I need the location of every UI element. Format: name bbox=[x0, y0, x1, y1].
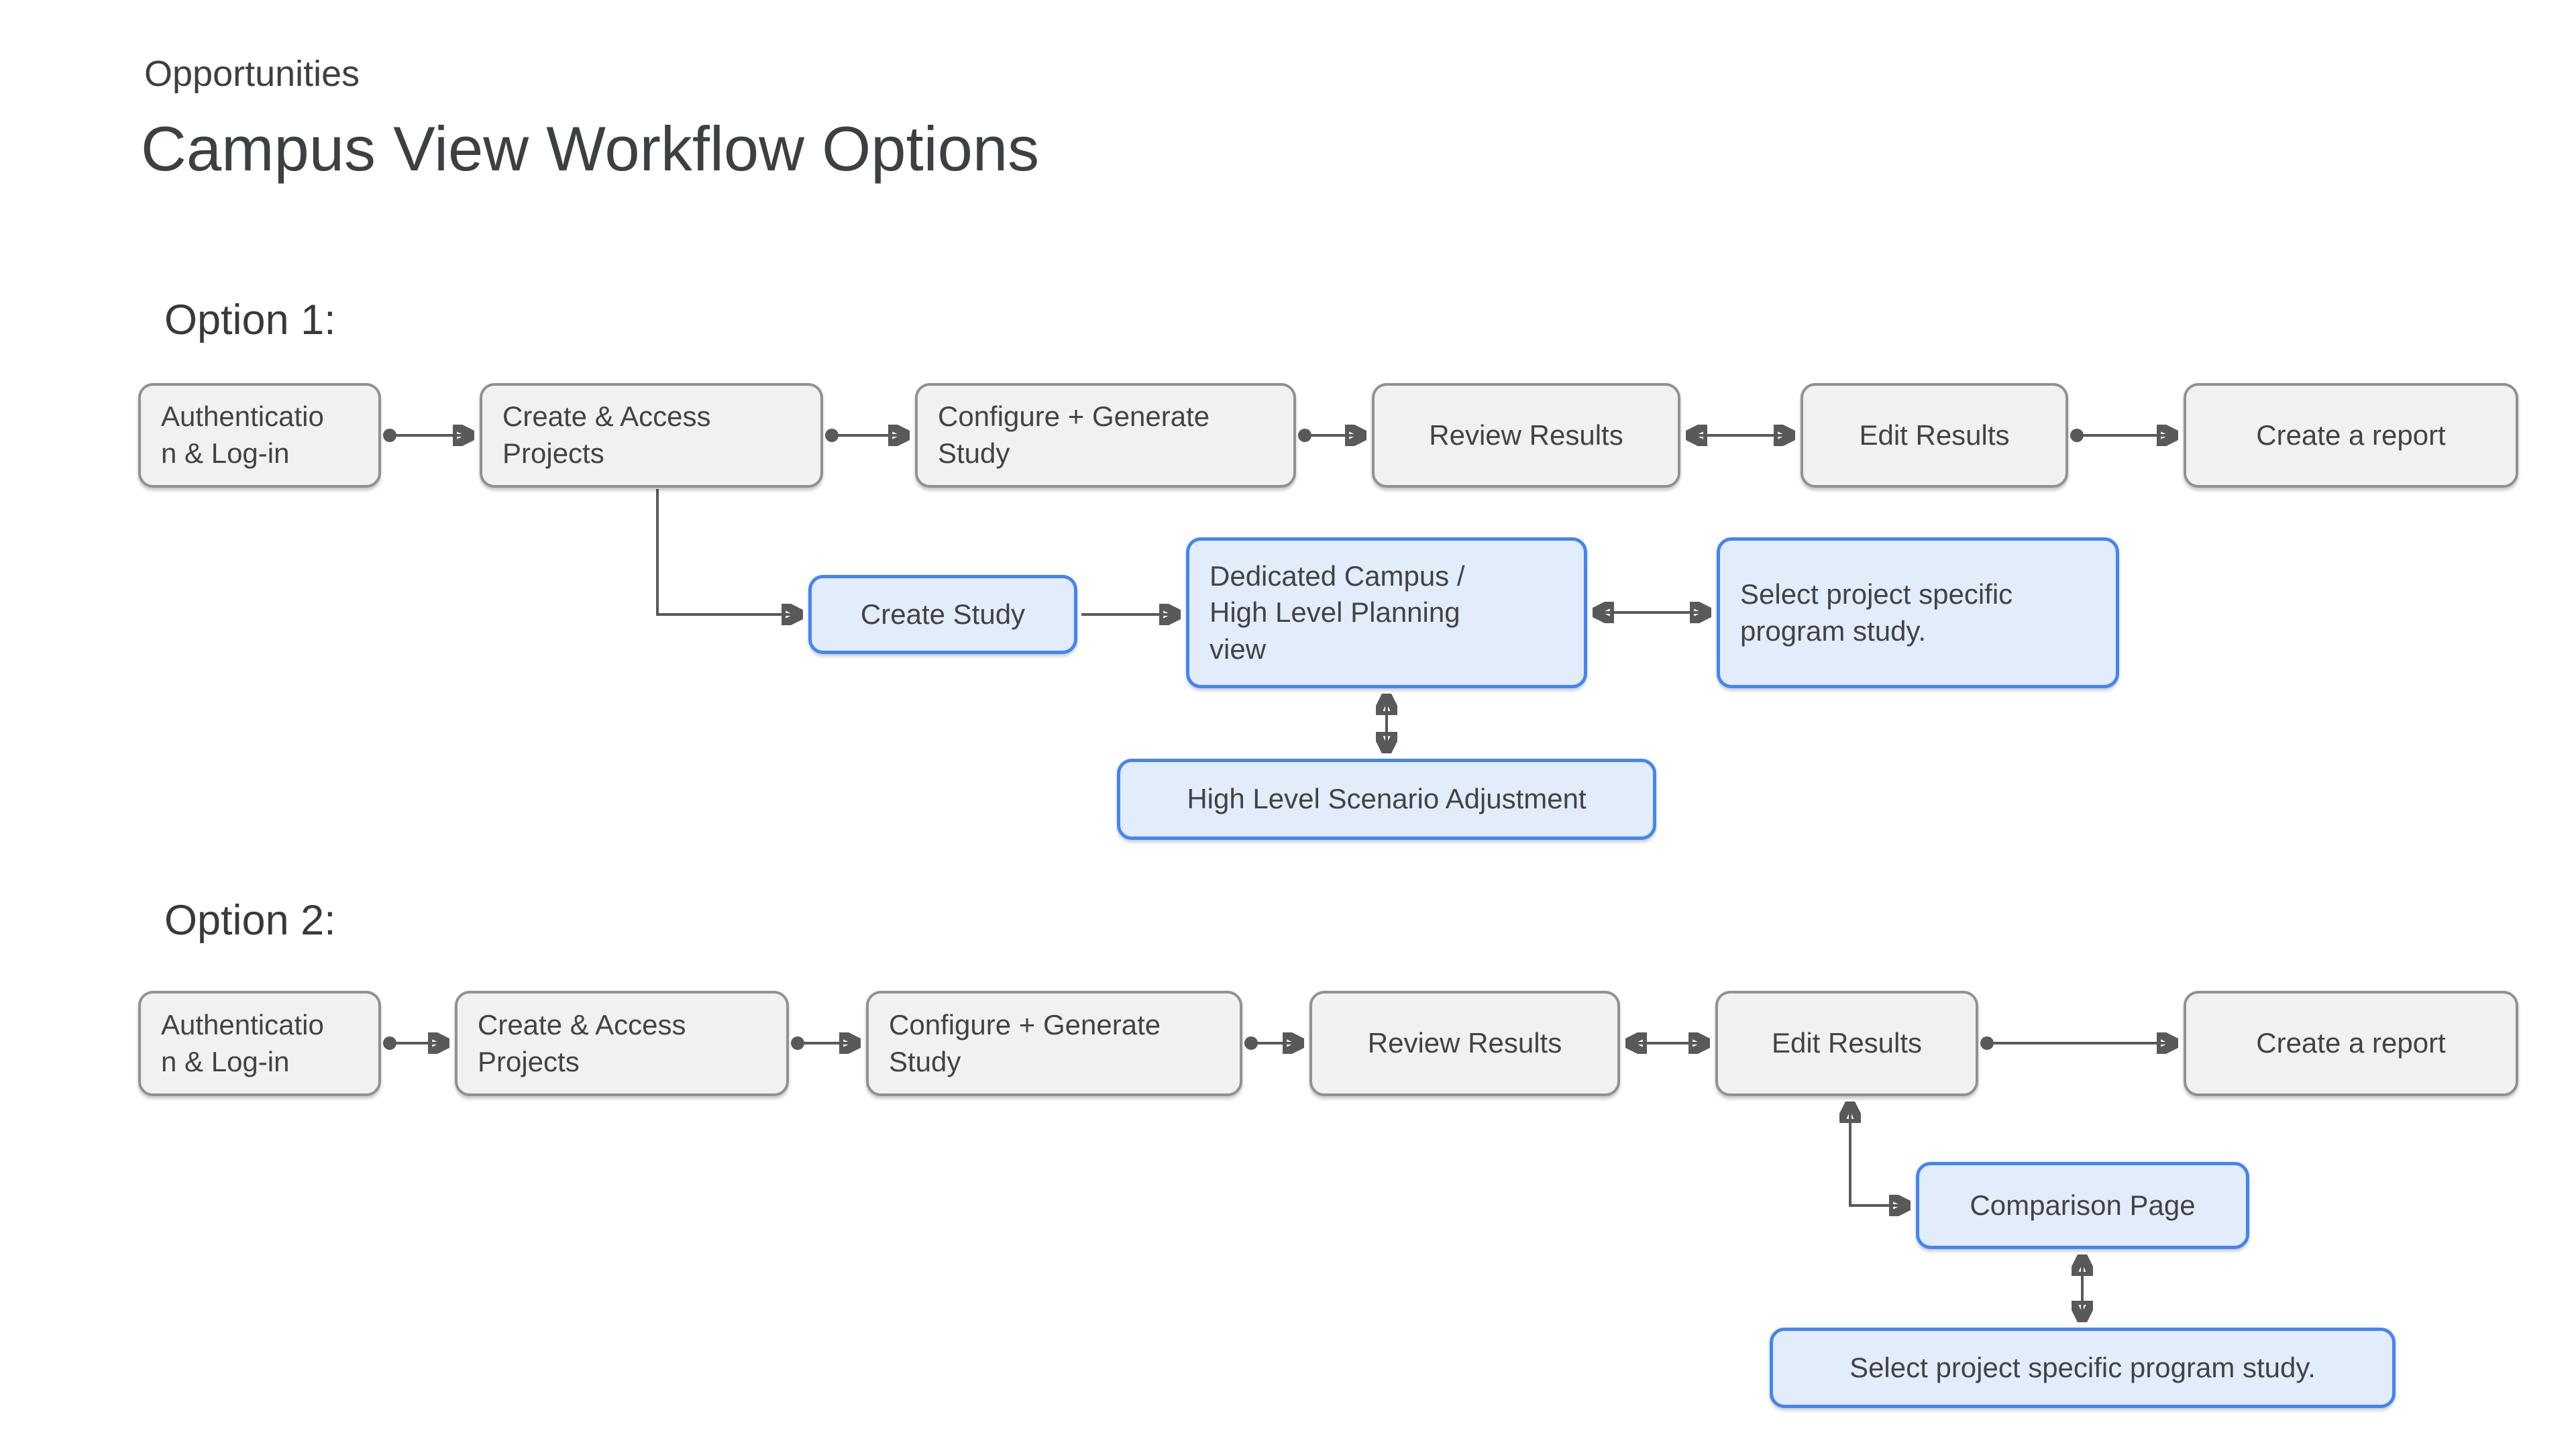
node-o2-comparison-page[interactable]: Comparison Page bbox=[1916, 1162, 2249, 1249]
node-o2-create-report[interactable]: Create a report bbox=[2184, 991, 2518, 1096]
node-o2-select-program-study[interactable]: Select project specific program study. bbox=[1770, 1328, 2396, 1408]
node-o1-dedicated-campus-view[interactable]: Dedicated Campus / High Level Planning v… bbox=[1186, 537, 1587, 688]
elbow-o1-projects-to-createstudy bbox=[656, 489, 800, 614]
node-o1-authentication-login[interactable]: Authenticatio n & Log-in bbox=[138, 383, 381, 488]
node-o2-configure-generate-study[interactable]: Configure + Generate Study bbox=[866, 991, 1242, 1096]
node-o1-configure-generate-study[interactable]: Configure + Generate Study bbox=[915, 383, 1296, 488]
node-o1-create-study[interactable]: Create Study bbox=[808, 575, 1077, 654]
dot-o1-auth bbox=[383, 429, 396, 442]
node-o2-edit-results[interactable]: Edit Results bbox=[1715, 991, 1978, 1096]
node-o1-create-report[interactable]: Create a report bbox=[2184, 383, 2518, 488]
dot-o1-configure bbox=[1298, 429, 1311, 442]
node-o1-select-program-study[interactable]: Select project specific program study. bbox=[1717, 537, 2119, 688]
node-o1-edit-results[interactable]: Edit Results bbox=[1801, 383, 2068, 488]
node-o2-authentication-login[interactable]: Authenticatio n & Log-in bbox=[138, 991, 381, 1096]
dot-o1-projects bbox=[825, 429, 839, 442]
dot-o1-edit bbox=[2070, 429, 2084, 442]
slide-eyebrow: Opportunities bbox=[144, 54, 360, 94]
page-title: Campus View Workflow Options bbox=[141, 113, 1040, 184]
dot-o2-configure bbox=[1244, 1036, 1258, 1050]
option-2-label: Option 2: bbox=[164, 897, 336, 944]
node-o2-create-access-projects[interactable]: Create & Access Projects bbox=[455, 991, 789, 1096]
option-1-label: Option 1: bbox=[164, 297, 336, 343]
node-o2-review-results[interactable]: Review Results bbox=[1309, 991, 1620, 1096]
dot-o2-projects bbox=[791, 1036, 804, 1050]
dot-o2-edit bbox=[1980, 1036, 1994, 1050]
node-o1-create-access-projects[interactable]: Create & Access Projects bbox=[480, 383, 823, 488]
elbow-o2-edit-comparison-bidir bbox=[1850, 1105, 1907, 1205]
node-o1-review-results[interactable]: Review Results bbox=[1372, 383, 1680, 488]
node-o1-high-level-scenario-adjustment[interactable]: High Level Scenario Adjustment bbox=[1117, 759, 1656, 840]
dot-o2-auth bbox=[383, 1036, 396, 1050]
